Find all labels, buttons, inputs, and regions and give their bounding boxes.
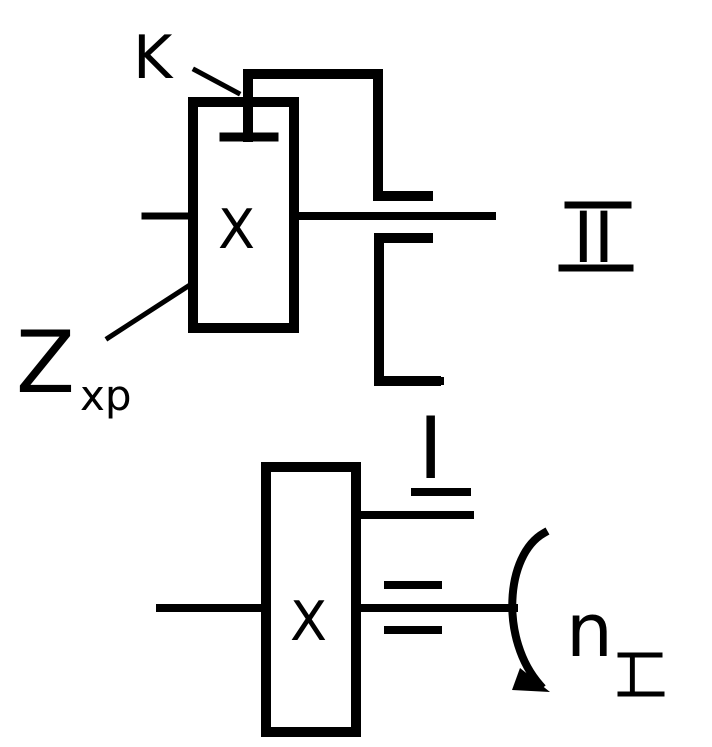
- label-z: Z: [16, 313, 75, 413]
- label-n: n: [566, 588, 613, 674]
- label-shaft-one: I: [418, 399, 443, 499]
- lower-gear-block: [261, 462, 361, 737]
- bracket-arm: [374, 233, 441, 386]
- label-n-subscript: I: [625, 646, 640, 704]
- label-x-upper: X: [218, 198, 255, 261]
- k-leader-line: [191, 66, 242, 97]
- label-x-lower: X: [290, 590, 327, 653]
- rotation-arc: [508, 527, 550, 691]
- z-leader-line: [104, 279, 197, 342]
- curved-arrow-icon: [512, 668, 550, 692]
- label-k: K: [133, 23, 174, 93]
- carrier-arm: [243, 69, 433, 201]
- label-z-subscript: xp: [80, 371, 132, 420]
